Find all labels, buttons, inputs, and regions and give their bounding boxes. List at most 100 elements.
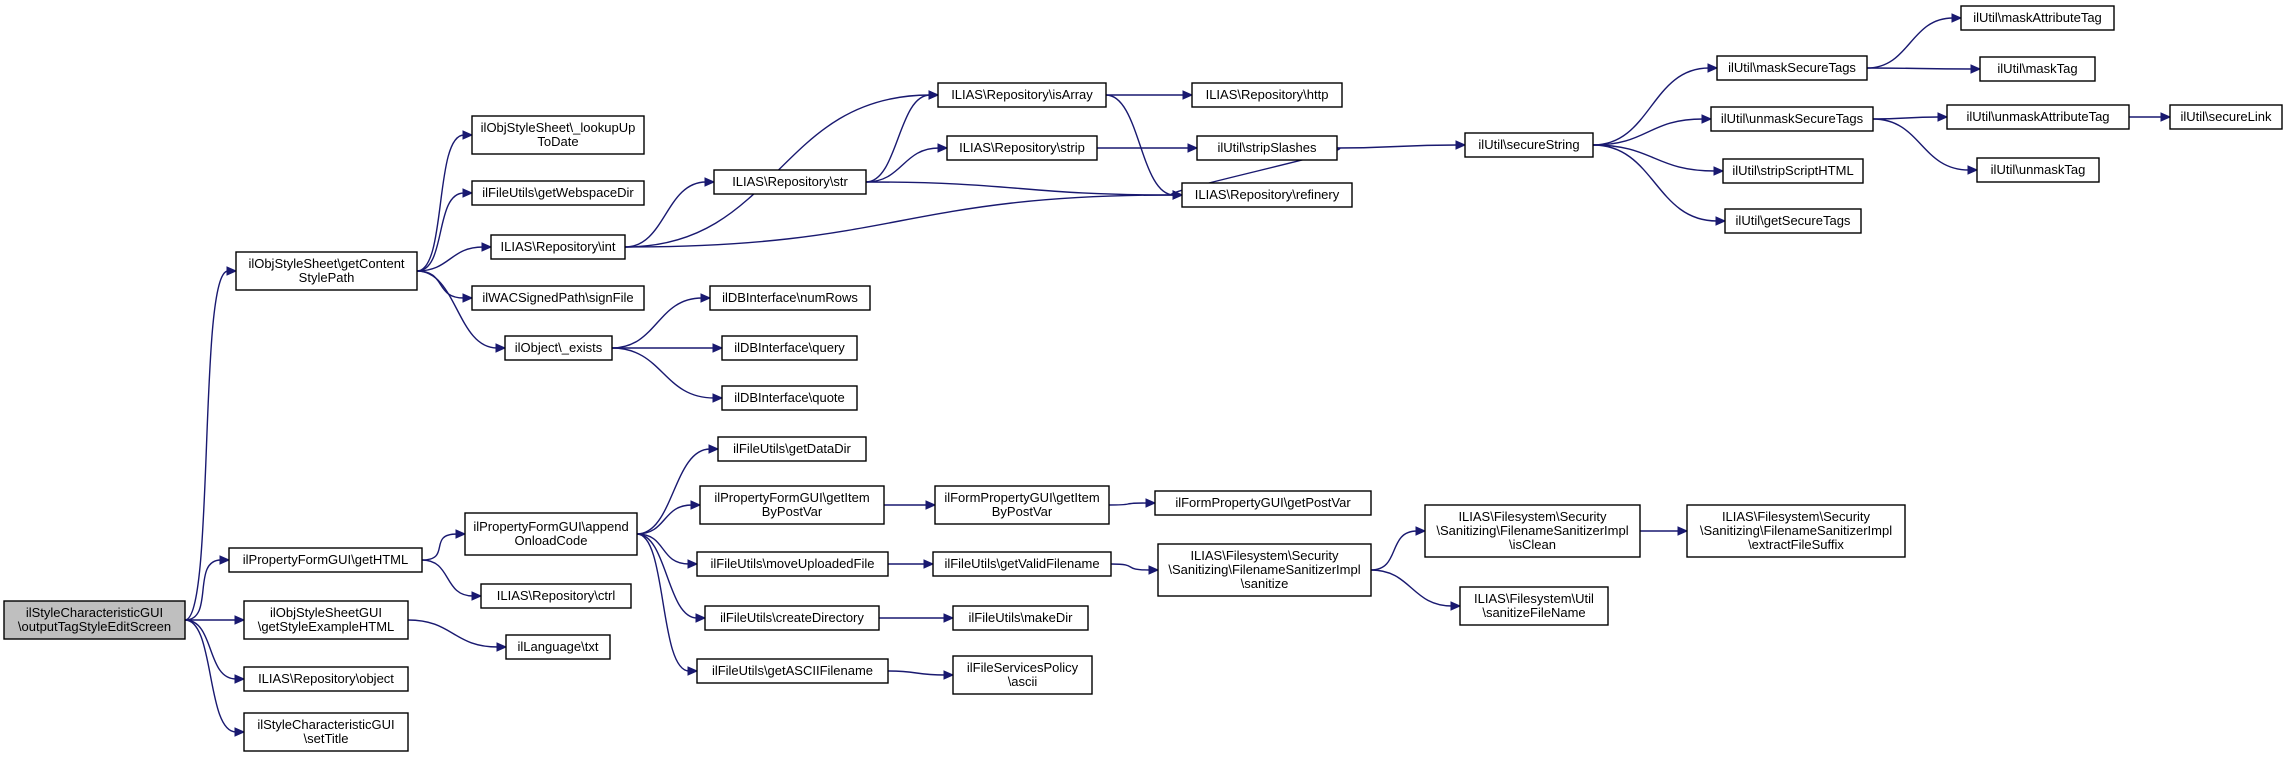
node-box — [1722, 158, 1864, 184]
node-label: ILIAS\Filesystem\Security — [1722, 509, 1871, 524]
graph-node-getValidFilename[interactable]: ilFileUtils\getValidFilename — [932, 551, 1112, 577]
node-label: ilPropertyFormGUI\append — [473, 519, 628, 534]
graph-node-getASCIIFilename[interactable]: ilFileUtils\getASCIIFilename — [696, 658, 889, 684]
graph-node-stripSlashes[interactable]: ilUtil\stripSlashes — [1196, 135, 1338, 161]
graph-node-maskSecureTags[interactable]: ilUtil\maskSecureTags — [1716, 55, 1868, 81]
node-label: \sanitize — [1241, 576, 1289, 591]
node-box — [1724, 208, 1862, 234]
node-label: ilPropertyFormGUI\getHTML — [243, 552, 408, 567]
node-label: ilDBInterface\quote — [734, 390, 845, 405]
graph-node-repoCtrl[interactable]: ILIAS\Repository\ctrl — [480, 583, 632, 609]
node-label: ilLanguage\txt — [518, 639, 599, 654]
call-edge-root-to-repoObject — [184, 619, 237, 680]
graph-node-quote[interactable]: ilDBInterface\quote — [721, 385, 858, 411]
node-box — [699, 485, 885, 525]
graph-node-getStyleExampleHTML[interactable]: ilObjStyleSheetGUI\getStyleExampleHTML — [243, 600, 409, 640]
node-label: ilWACSignedPath\signFile — [482, 290, 633, 305]
node-label: ilFileUtils\getValidFilename — [944, 556, 1099, 571]
graph-node-createDirectory[interactable]: ilFileUtils\createDirectory — [704, 605, 880, 631]
node-box — [1154, 490, 1372, 516]
node-label: \outputTagStyleEditScreen — [18, 619, 171, 634]
node-label: \ascii — [1008, 674, 1038, 689]
graph-node-query[interactable]: ilDBInterface\query — [721, 335, 858, 361]
arrowhead-icon — [1145, 498, 1157, 508]
graph-node-makeDir[interactable]: ilFileUtils\makeDir — [952, 605, 1089, 631]
graph-node-secureLink[interactable]: ilUtil\secureLink — [2169, 104, 2283, 130]
node-box — [709, 285, 871, 311]
call-edge-sanitize-to-sanitizeFileName — [1370, 569, 1453, 607]
arrowhead-icon — [928, 90, 940, 100]
node-label: \Sanitizing\FilenameSanitizerImpl — [1436, 523, 1628, 538]
arrowhead-icon — [1715, 216, 1727, 226]
node-box — [1191, 82, 1343, 108]
graph-node-setTitle[interactable]: ilStyleCharacteristicGUI\setTitle — [243, 712, 409, 752]
graph-node-getDataDir[interactable]: ilFileUtils\getDataDir — [717, 436, 867, 462]
graph-node-exists[interactable]: ilObject\_exists — [504, 335, 613, 361]
graph-node-repoHttp[interactable]: ILIAS\Repository\http — [1191, 82, 1343, 108]
arrowhead-icon — [462, 188, 474, 198]
graph-node-repoStrip[interactable]: ILIAS\Repository\strip — [946, 135, 1098, 161]
arrowhead-icon — [481, 242, 493, 252]
node-box — [696, 658, 889, 684]
node-label: ilObjStyleSheet\_lookupUp — [481, 120, 636, 135]
node-box — [1979, 56, 2096, 82]
node-box — [704, 605, 880, 631]
graph-node-getSecureTags[interactable]: ilUtil\getSecureTags — [1724, 208, 1862, 234]
graph-node-isClean[interactable]: ILIAS\Filesystem\Security\Sanitizing\Fil… — [1424, 504, 1641, 558]
graph-node-repoStr[interactable]: ILIAS\Repository\str — [713, 169, 867, 195]
arrowhead-icon — [943, 670, 955, 680]
graph-node-getHTML[interactable]: ilPropertyFormGUI\getHTML — [228, 547, 423, 573]
arrowhead-icon — [1415, 526, 1427, 536]
node-label: ILIAS\Repository\strip — [959, 140, 1085, 155]
graph-node-getPostVar[interactable]: ilFormPropertyGUI\getPostVar — [1154, 490, 1372, 516]
node-label: ilFileUtils\getWebspaceDir — [482, 185, 634, 200]
graph-node-sanitizeFileName[interactable]: ILIAS\Filesystem\Util\sanitizeFileName — [1459, 586, 1609, 626]
graph-node-ascii[interactable]: ilFileServicesPolicy\ascii — [952, 655, 1093, 695]
node-box — [235, 251, 418, 291]
graph-node-maskAttributeTag[interactable]: ilUtil\maskAttributeTag — [1960, 5, 2115, 31]
arrowhead-icon — [1707, 63, 1719, 73]
graph-node-sanitize[interactable]: ILIAS\Filesystem\Security\Sanitizing\Fil… — [1157, 543, 1372, 597]
graph-node-extractFileSuffix[interactable]: ILIAS\Filesystem\Security\Sanitizing\Fil… — [1686, 504, 1906, 558]
node-label: ToDate — [537, 134, 578, 149]
graph-node-refinery[interactable]: ILIAS\Repository\refinery — [1181, 182, 1353, 208]
node-box — [1424, 504, 1641, 558]
graph-node-signFile[interactable]: ilWACSignedPath\signFile — [471, 285, 645, 311]
call-edge-getStyleExampleHTML-to-languageTxt — [407, 619, 499, 648]
graph-node-maskTag[interactable]: ilUtil\maskTag — [1979, 56, 2096, 82]
graph-node-getWebspaceDir[interactable]: ilFileUtils\getWebspaceDir — [471, 180, 645, 206]
graph-node-root[interactable]: ilStyleCharacteristicGUI\outputTagStyleE… — [3, 600, 186, 640]
node-box — [952, 605, 1089, 631]
graph-node-moveUploadedFile[interactable]: ilFileUtils\moveUploadedFile — [696, 551, 889, 577]
graph-node-numRows[interactable]: ilDBInterface\numRows — [709, 285, 871, 311]
graph-node-languageTxt[interactable]: ilLanguage\txt — [505, 634, 611, 660]
node-box — [1196, 135, 1338, 161]
graph-node-unmaskTag[interactable]: ilUtil\unmaskTag — [1976, 157, 2100, 183]
call-edge-exists-to-numRows — [611, 297, 703, 349]
node-box — [471, 285, 645, 311]
graph-node-secureString[interactable]: ilUtil\secureString — [1464, 132, 1594, 158]
node-box — [504, 335, 613, 361]
call-edge-getHTML-to-appendOnloadCode — [421, 533, 458, 561]
node-label: ilDBInterface\numRows — [722, 290, 858, 305]
call-edge-formGetItemByPostVar-to-getPostVar — [1108, 502, 1148, 506]
graph-node-unmaskSecureTags[interactable]: ilUtil\unmaskSecureTags — [1710, 106, 1874, 132]
graph-node-unmaskAttributeTag[interactable]: ilUtil\unmaskAttributeTag — [1946, 104, 2130, 130]
call-edge-repoInt-to-repoStr — [624, 181, 707, 248]
arrowhead-icon — [1937, 112, 1949, 122]
graph-node-repoIsArray[interactable]: ILIAS\Repository\isArray — [937, 82, 1107, 108]
arrowhead-icon — [712, 343, 724, 353]
call-edge-unmaskSecureTags-to-unmaskTag — [1872, 118, 1970, 171]
node-box — [717, 436, 867, 462]
graph-node-repoObject[interactable]: ILIAS\Repository\object — [243, 666, 409, 692]
graph-node-repoInt[interactable]: ILIAS\Repository\int — [490, 234, 626, 260]
graph-node-stripScriptHTML[interactable]: ilUtil\stripScriptHTML — [1722, 158, 1864, 184]
arrowhead-icon — [1187, 143, 1199, 153]
call-edge-getASCIIFilename-to-ascii — [887, 670, 946, 676]
arrowhead-icon — [1970, 64, 1982, 74]
